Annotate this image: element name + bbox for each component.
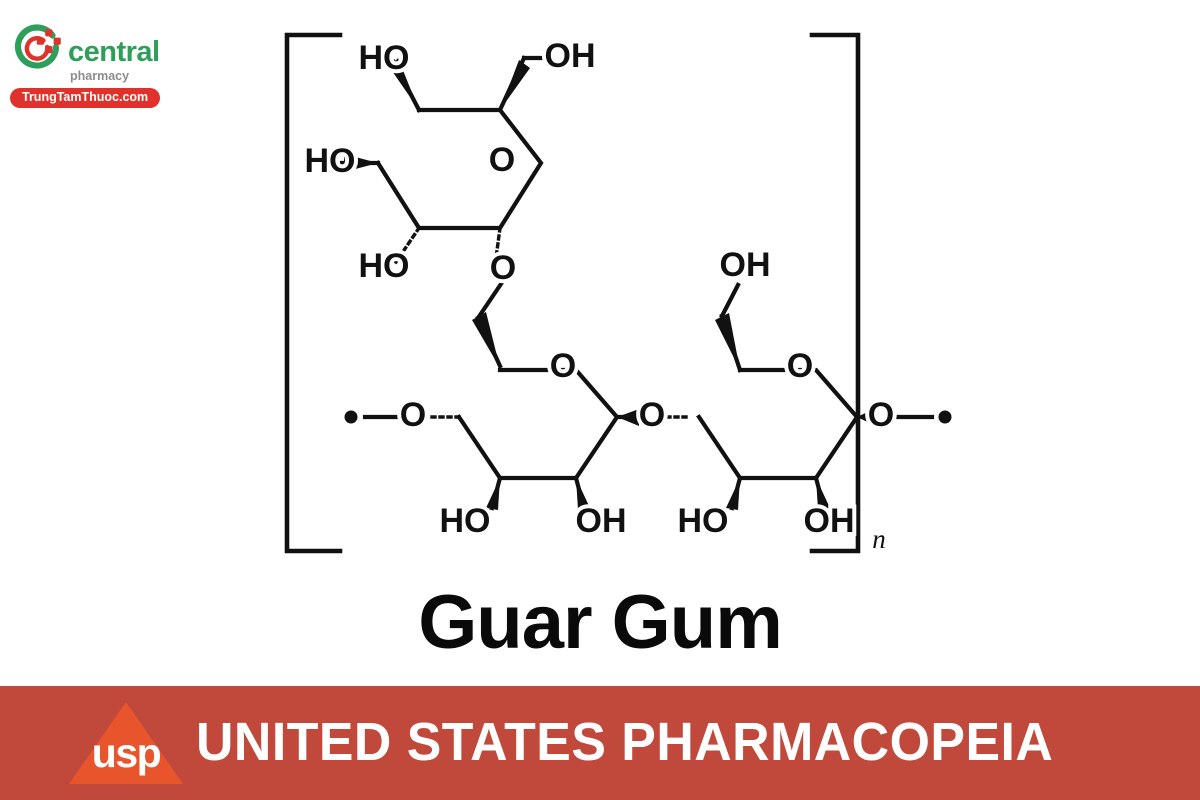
structure-svg: HO HO HO OH O O O O HO OH O OH O O HO OH [284,32,952,554]
ring-top-bonds [375,107,544,231]
brand-website-badge[interactable]: TrungTamThuoc.com [10,88,161,108]
terminal-dot-left [344,410,358,424]
usp-triangle-icon [69,702,183,784]
ring-middle-bonds [456,367,620,481]
label-middle-left-o: O [400,396,426,434]
label-glycosidic-o: O [490,249,516,287]
bond-top-ho-lower [393,225,422,265]
label-middle-ho: HO [440,502,491,540]
label-top-ho-upper: HO [359,39,410,77]
label-right-oh-top: OH [720,246,771,284]
terminal-dot-right [938,410,952,424]
repeat-unit-subscript: n [872,524,886,554]
brand-subtitle: pharmacy [70,69,130,83]
page-title: Guar Gum [418,580,783,665]
ring-right-bonds [696,367,860,481]
label-right-link-o: O [868,396,894,434]
label-middle-oh: OH [576,502,627,540]
usp-logo-text: usp [91,730,162,776]
label-bridge-o: O [639,396,665,434]
brand-name: central [68,36,160,68]
label-top-ho-mid: HO [305,142,356,180]
bond-right-to-oh [719,282,741,319]
guar-gum-chemical-structure: HO HO HO OH O O O O HO OH O OH O O HO OH [284,32,952,554]
bond-top-anomeric [494,226,502,260]
usp-banner-title: UNITED STATES PHARMACOPEIA [196,712,1054,772]
bond-glycosidic-1 [475,278,506,321]
usp-logo[interactable]: usp [67,700,185,786]
label-right-ring-o: O [787,347,813,385]
bracket-left-icon [284,32,343,554]
usp-banner: usp UNITED STATES PHARMACOPEIA [0,686,1200,800]
label-top-ho-lower: HO [359,247,410,285]
label-top-ring-o: O [489,141,515,179]
label-right-oh: OH [804,502,855,540]
label-right-ho: HO [678,502,729,540]
central-pharmacy-cross-icon [12,22,62,72]
label-top-oh: OH [545,37,596,75]
label-middle-ring-o: O [550,347,576,385]
bracket-right-icon [809,32,861,554]
wedge-bonds [344,58,876,510]
brand-logo[interactable]: central pharmacy TrungTamThuoc.com [8,18,188,108]
